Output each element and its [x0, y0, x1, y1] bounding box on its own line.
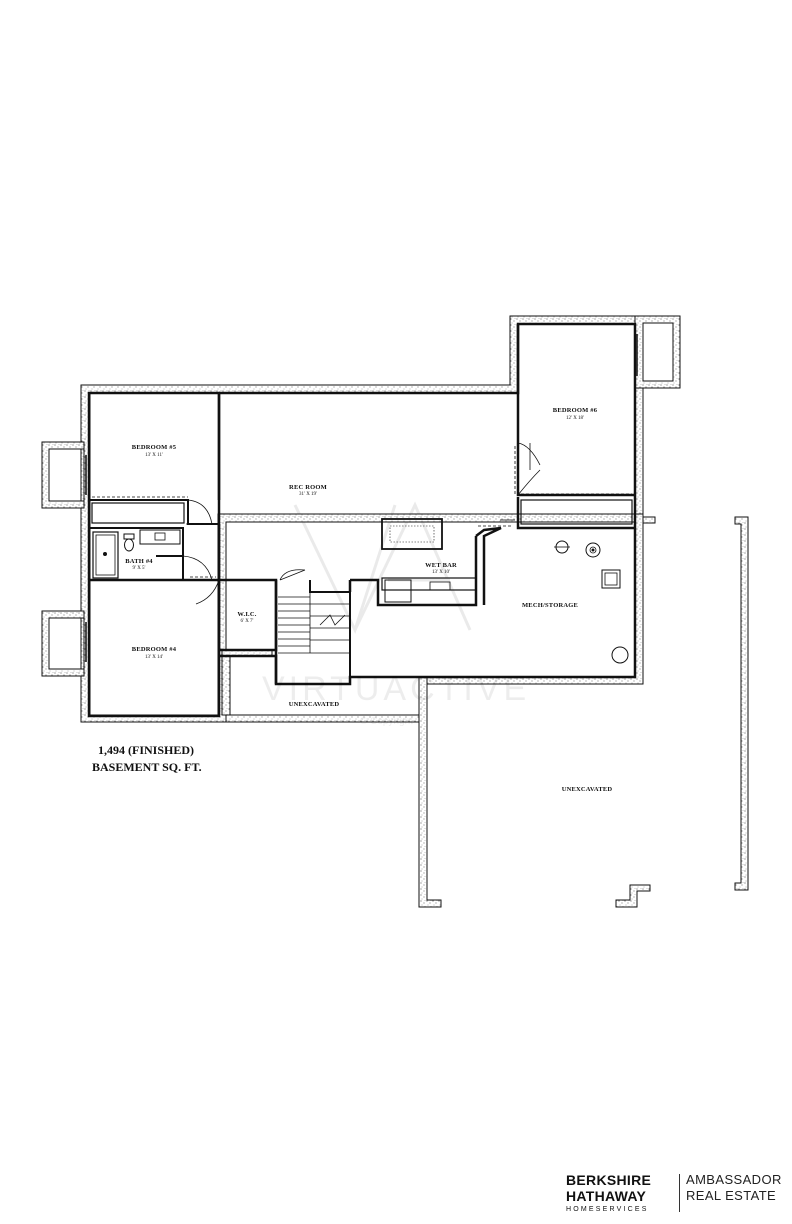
room-label-bedroom-6: BEDROOM #6: [552, 407, 598, 414]
brand-line-1: BERKSHIRE: [566, 1172, 652, 1188]
room-dim-wic: 6' X 7': [240, 619, 254, 624]
room-dim-wet-bar: 13' X 10': [432, 570, 450, 575]
watermark-sub: © Copyright: [360, 716, 413, 727]
room-dim-rec-room: 31' X 19': [299, 492, 317, 497]
sqft-line-2: BASEMENT SQ. FT.: [92, 760, 202, 774]
room-label-wet-bar: WET BAR: [425, 562, 457, 569]
room-dim-bedroom-4: 13' X 14': [145, 655, 163, 660]
room-label-unexcavated-small: UNEXCAVATED: [288, 701, 340, 708]
brand-left-block: BERKSHIRE HATHAWAY HOMESERVICES: [566, 1172, 651, 1213]
interior-walls: [85, 322, 638, 718]
room-dim-bedroom-6: 12' X 18': [566, 416, 584, 421]
room-label-unexcavated-large: UNEXCAVATED: [561, 786, 613, 793]
brand-right-1: AMBASSADOR: [686, 1172, 782, 1187]
brand-separator: [679, 1174, 680, 1212]
room-label-bedroom-5: BEDROOM #5: [131, 444, 177, 451]
brand-line-2: HATHAWAY: [566, 1188, 647, 1204]
sqft-line-1: 1,494 (FINISHED): [98, 743, 195, 757]
brand-logo: BERKSHIRE HATHAWAY HOMESERVICES AMBASSAD…: [566, 1172, 792, 1218]
brand-right-block: AMBASSADOR REAL ESTATE: [686, 1172, 782, 1204]
brand-line-3: HOMESERVICES: [566, 1206, 649, 1213]
brand-right-2: REAL ESTATE: [686, 1188, 777, 1203]
room-dim-bath-4: 9' X 5': [132, 566, 146, 571]
room-label-mech-storage: MECH/STORAGE: [521, 602, 579, 609]
room-label-rec-room: REC ROOM: [289, 484, 327, 491]
room-label-bath-4: BATH #4: [125, 558, 153, 565]
foundation-wall: [41, 315, 749, 908]
room-label-wic: W.I.C.: [237, 611, 257, 618]
room-label-bedroom-4: BEDROOM #4: [131, 646, 177, 653]
watermark-name: VIRTUACTIVE: [262, 670, 531, 708]
room-dim-bedroom-5: 13' X 11': [145, 453, 163, 458]
